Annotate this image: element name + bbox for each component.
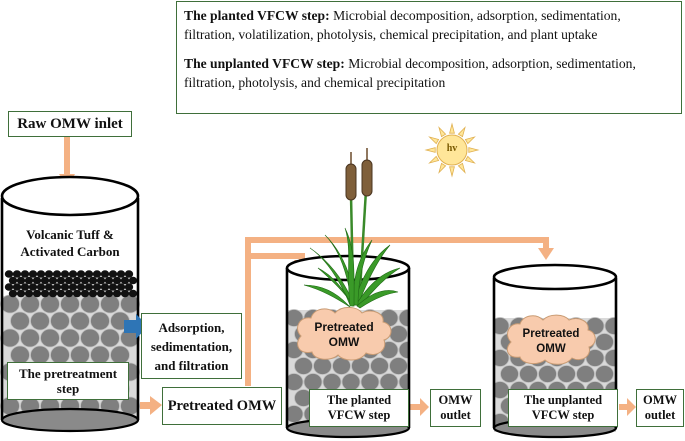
pretreatment-cylinder-rim <box>0 175 140 217</box>
to-pretreated-arrow-head <box>150 396 162 415</box>
unplanted-outlet-box: OMW outlet <box>636 389 684 427</box>
planted-outlet-box: OMW outlet <box>430 389 481 427</box>
planted-outlet-arrow-shaft <box>410 404 420 410</box>
unplanted-drop-arrow <box>543 237 549 249</box>
process-info-box: The planted VFCW step: Microbial decompo… <box>176 1 682 114</box>
processes-line2: sedimentation, <box>150 338 233 354</box>
media-label-line1: Volcanic Tuff & <box>26 227 114 242</box>
sun-label: hv <box>446 143 458 154</box>
unplanted-process-description: The unplanted VFCW step: Microbial decom… <box>184 54 674 92</box>
pretreated-omw-label: Pretreated OMW <box>167 397 277 414</box>
pretreatment-step-line2: step <box>56 381 80 396</box>
cattail-head-left <box>345 163 357 201</box>
planted-step-line1: The planted <box>326 393 392 407</box>
unplanted-step-line1: The unplanted <box>523 393 603 407</box>
unplanted-step-title: The unplanted VFCW step: <box>184 56 345 71</box>
unplanted-pretreated-cloud <box>506 314 596 365</box>
riser-arrow <box>245 238 251 386</box>
pretreatment-step-line1: The pretreatment <box>18 366 118 381</box>
planted-step-text: Microbial decomposition, adsorption, sed… <box>184 8 621 42</box>
unplanted-cloud-line2: OMW <box>536 343 566 355</box>
planted-outlet-line2: outlet <box>440 408 471 422</box>
media-label-line2: Activated Carbon <box>20 244 120 259</box>
planted-outlet-arrow-head <box>420 398 429 416</box>
to-pretreated-arrow-shaft <box>140 402 150 409</box>
planted-process-description: The planted VFCW step: Microbial decompo… <box>184 6 674 44</box>
planted-pretreated-cloud <box>297 306 392 361</box>
planted-step-title: The planted VFCW step: <box>184 8 330 23</box>
unplanted-drop-head <box>538 248 554 260</box>
raw-inlet-label: Raw OMW inlet <box>17 115 123 132</box>
pretreatment-step-box: The pretreatment step <box>7 362 129 400</box>
mid-branch-arrow <box>245 253 305 259</box>
unplanted-outlet-line1: OMW <box>642 393 678 407</box>
grass-leaves <box>303 227 401 309</box>
planted-step-box: The planted VFCW step <box>309 389 409 427</box>
cattail-head-right <box>361 159 373 197</box>
planted-cloud-line1: Pretreated <box>314 320 374 334</box>
sun-icon <box>424 122 480 178</box>
unplanted-outlet-arrow-head <box>627 398 636 416</box>
unplanted-cylinder-rim <box>492 263 618 291</box>
unplanted-cloud-line1: Pretreated <box>522 328 580 340</box>
processes-line1: Adsorption, <box>158 319 225 335</box>
pretreatment-cylinder-bottom <box>0 407 140 433</box>
pretreated-omw-box: Pretreated OMW <box>162 387 282 425</box>
raw-inlet-box: Raw OMW inlet <box>8 111 132 137</box>
unplanted-step-box: The unplanted VFCW step <box>508 389 618 427</box>
unplanted-step-line2: VFCW step <box>531 408 595 422</box>
top-branch-arrow <box>245 237 549 243</box>
unplanted-step-text: Microbial decomposition, adsorption, sed… <box>184 56 636 90</box>
planted-outlet-line1: OMW <box>438 393 473 407</box>
unplanted-outlet-arrow-shaft <box>619 404 627 410</box>
planted-cloud-line2: OMW <box>328 335 360 349</box>
planted-reeds <box>303 148 401 309</box>
planted-drop-arrow <box>299 253 305 261</box>
unplanted-outlet-line2: outlet <box>644 408 676 422</box>
processes-line3: and filtration <box>154 357 229 373</box>
activated-carbon-layer <box>4 270 138 298</box>
processes-box: Adsorption, sedimentation, and filtratio… <box>141 313 242 379</box>
media-label: Volcanic Tuff & Activated Carbon <box>4 226 136 260</box>
planted-step-line2: VFCW step <box>327 408 391 422</box>
planted-cloud-label: Pretreated OMW <box>300 320 388 350</box>
unplanted-cloud-label: Pretreated OMW <box>508 327 594 357</box>
inlet-arrow-shaft <box>64 137 70 174</box>
